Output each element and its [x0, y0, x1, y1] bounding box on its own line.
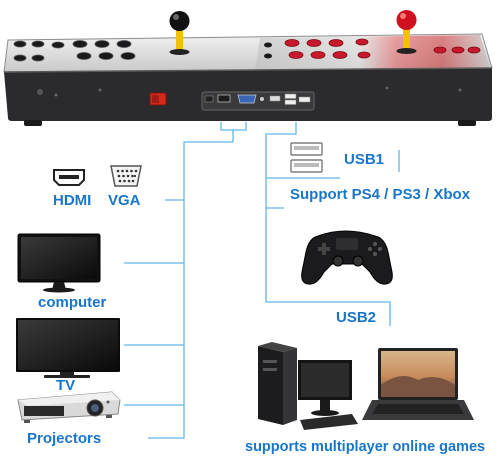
usb2-label: USB2	[336, 309, 377, 326]
vga-port	[237, 94, 257, 104]
video-bracket-line	[220, 122, 247, 131]
usb-port-icon	[290, 142, 323, 173]
right-button-group	[284, 38, 481, 59]
desktop-pc-icon	[258, 342, 358, 430]
usb-port-bottom	[284, 99, 297, 105]
hdmi-port	[217, 94, 231, 103]
connection-lines	[124, 122, 400, 439]
io-panel	[201, 91, 315, 111]
left-button-group	[13, 40, 136, 62]
multiplayer-label: supports multiplayer online games	[245, 439, 486, 455]
projector-icon	[17, 391, 121, 423]
computer-label: computer	[38, 294, 107, 311]
video-trunk-line	[148, 141, 233, 439]
usb-trunk-line	[265, 122, 391, 326]
usb-port-top	[284, 93, 297, 99]
console-foot	[24, 120, 42, 126]
hdmi-port-icon	[53, 169, 85, 186]
gamepad-icon	[301, 230, 393, 285]
vga-label: VGA	[108, 192, 141, 209]
audio-port-icon	[204, 95, 214, 103]
joystick-left	[169, 11, 190, 55]
monitor-icon	[17, 233, 101, 293]
tv-label: TV	[56, 377, 76, 394]
tv-icon	[16, 318, 120, 378]
small-button	[264, 42, 272, 48]
projectors-label: Projectors	[27, 430, 102, 447]
usb-port-small	[269, 95, 281, 102]
console-compatibility-label: Support PS4 / PS3 / Xbox	[290, 186, 471, 203]
usb1-label: USB1	[344, 151, 385, 168]
front-hole	[37, 89, 43, 95]
small-button	[264, 53, 272, 59]
joystick-right	[396, 10, 417, 54]
arcade-console	[3, 10, 493, 126]
vga-port-icon	[110, 165, 142, 187]
hdmi-label: HDMI	[53, 192, 92, 209]
console-foot	[458, 120, 476, 126]
laptop-icon	[362, 348, 474, 420]
